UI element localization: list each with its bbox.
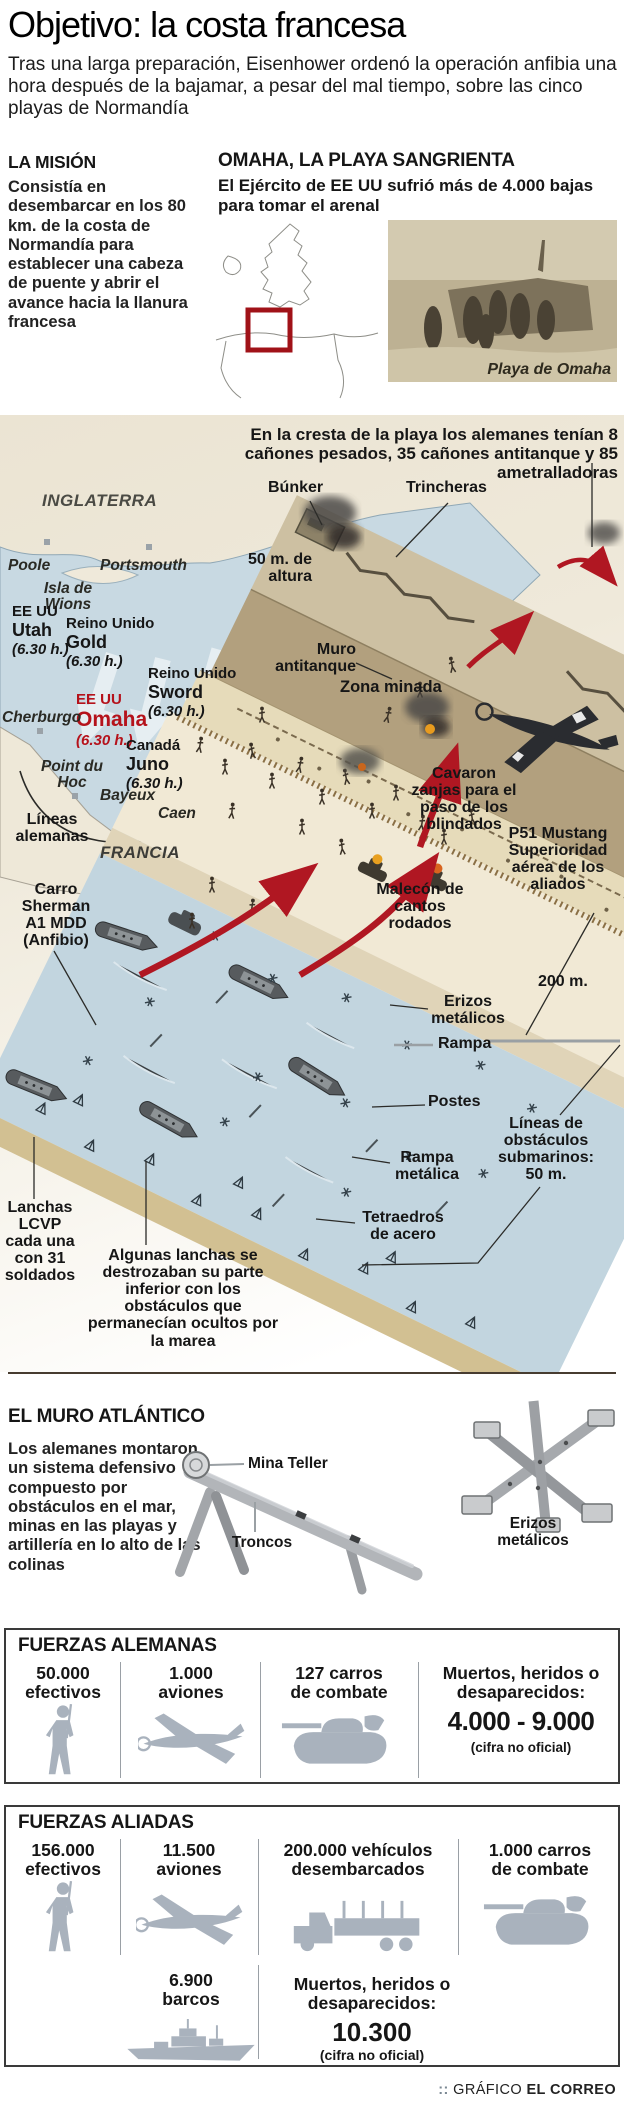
label-boats-note: Algunas lanchas se destrozaban su parte … (87, 1247, 279, 1350)
section-divider (8, 1372, 616, 1374)
map-france: FRANCIA (100, 843, 180, 862)
label-ramp: Rampa (438, 1035, 492, 1052)
page-subtitle: Tras una larga preparación, Eisenhower o… (8, 54, 617, 120)
allied-casualties-label: Muertos, heridos o desaparecidos: (293, 1974, 451, 2014)
main-diagram: En la cresta de la playa los alemanes te… (0, 415, 624, 1372)
photo-sketch (388, 220, 617, 382)
german-casualties-label: Muertos, heridos o desaparecidos: (442, 1663, 600, 1703)
credit: :: GRÁFICO EL CORREO (438, 2082, 616, 2098)
divider (418, 1662, 419, 1778)
divider (120, 1839, 121, 1955)
label-hedgehogs: Erizos metálicos (431, 993, 505, 1028)
divider (120, 1662, 121, 1778)
credit-marks: :: (438, 2082, 449, 2098)
omaha-photo: Playa de Omaha (388, 220, 617, 382)
divider (458, 1839, 459, 1955)
smoke (304, 496, 620, 774)
omaha-subheading: El Ejército de EE UU sufrió más de 4.000… (218, 176, 594, 215)
german-forces-heading: FUERZAS ALEMANAS (18, 1635, 217, 1656)
label-bunker: Búnker (268, 479, 324, 496)
label-beach-width: 200 m. (538, 973, 588, 990)
locator-map (215, 223, 379, 399)
credit-label: GRÁFICO (453, 2082, 523, 2098)
hedgehog-sketch (461, 1400, 615, 1533)
soldier-icon (45, 1881, 74, 1952)
divider (258, 1965, 259, 2059)
label-logs: Troncos (231, 1534, 293, 1551)
label-antitank-wall: Muro antitanque (275, 641, 356, 676)
map-island: Isla de Wions (43, 580, 93, 614)
leader-lines (33, 463, 621, 1266)
crest-note: En la cresta de la playa los alemanes te… (244, 425, 618, 483)
tank-icon (281, 1715, 387, 1764)
credit-brand: EL CORREO (526, 2082, 616, 2098)
allied-forces-heading: FUERZAS ALIADAS (18, 1812, 194, 1833)
plane-icon (136, 1894, 243, 1945)
ship-icon (127, 2019, 255, 2061)
allied-casualties-note: (cifra no oficial) (319, 2047, 425, 2063)
p51-plane (475, 702, 619, 774)
label-sherman: Carro Sherman A1 MDD (Anfibio) (21, 881, 91, 950)
german-casualties-value: 4.000 - 9.000 (447, 1706, 595, 1736)
wall-body: Los alemanes montaron un sistema defensi… (8, 1440, 201, 1574)
map-cherbourg: Cherburgo (2, 709, 82, 726)
photo-caption: Playa de Omaha (487, 361, 611, 378)
label-metal-ramp: Rampa metálica (394, 1149, 460, 1184)
label-wall-hedgehogs: Erizos metálicos (497, 1515, 569, 1549)
plane-icon (138, 1713, 245, 1764)
mission-heading: LA MISIÓN (8, 152, 96, 172)
map-german-lines: Líneas alemanas (15, 811, 89, 846)
label-cliff-height: 50 m. de altura (247, 551, 312, 586)
label-posts: Postes (428, 1093, 481, 1110)
measure-lines (394, 1039, 620, 1047)
label-tank-ditches: Cavaron zanjas para el paso de los blind… (411, 765, 517, 834)
map-portsmouth: Portsmouth (100, 557, 187, 574)
omaha-heading: OMAHA, LA PLAYA SANGRIENTA (218, 150, 515, 171)
german-casualties-note: (cifra no oficial) (470, 1740, 572, 1755)
map-point-du-hoc: Point du Hoc (41, 758, 103, 792)
wall-heading: EL MURO ATLÁNTICO (8, 1406, 205, 1427)
allied-casualties-value: 10.300 (332, 2017, 412, 2047)
label-lcvp: Lanchas LCVP cada una con 31 soldados (4, 1199, 76, 1285)
divider (258, 1839, 259, 1955)
map-poole: Poole (8, 557, 51, 574)
divider (260, 1662, 261, 1778)
soldier-icon (45, 1704, 74, 1775)
teller-mine-shape (182, 1451, 210, 1479)
truck-icon (293, 1900, 420, 1952)
label-tetrahedra: Tetraedros de acero (362, 1209, 444, 1244)
label-trenches: Trincheras (406, 479, 487, 496)
page-title: Objetivo: la costa francesa (8, 4, 406, 45)
map-bayeux: Bayeux (100, 787, 156, 804)
label-minefield: Zona minada (340, 678, 442, 696)
log-obstacle-sketch (175, 1451, 423, 1595)
map-england: INGLATERRA (42, 491, 158, 510)
label-obstacle-lines: Líneas de obstáculos submarinos: 50 m. (497, 1115, 594, 1184)
omaha-locator-box (245, 307, 293, 353)
tank-icon (483, 1896, 589, 1945)
diagram-scene (0, 463, 624, 1372)
label-teller-mine: Mina Teller (248, 1455, 328, 1472)
assault-arrows (138, 545, 618, 978)
mission-body: Consistía en desembarcar en los 80 km. d… (8, 178, 188, 332)
label-seawall: Malecón de cantos rodados (376, 881, 464, 933)
map-caen: Caen (158, 805, 196, 822)
